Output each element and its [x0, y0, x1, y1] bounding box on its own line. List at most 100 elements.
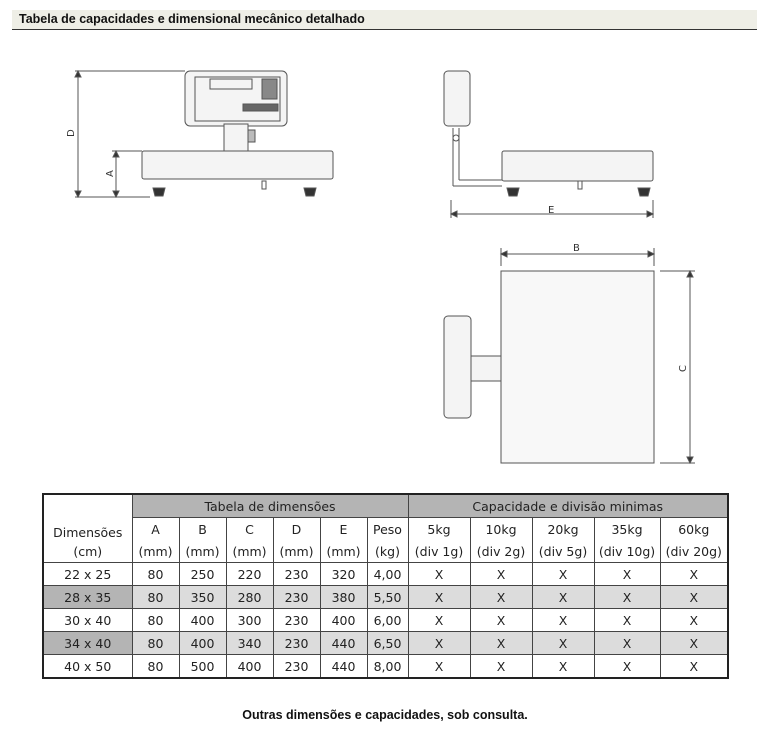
- table-cell: 280: [225, 585, 274, 609]
- dim-label-e: E: [548, 205, 554, 216]
- front-view: D A: [66, 69, 334, 199]
- table-cell: 6,00: [366, 608, 409, 632]
- dim-label-a: A: [105, 170, 116, 177]
- column-header: C: [225, 517, 274, 540]
- table-cell: X: [407, 562, 471, 586]
- table-cell: X: [659, 585, 729, 609]
- table-cell: X: [407, 608, 471, 632]
- column-unit: (div 10g): [593, 540, 661, 563]
- table-cell: 230: [272, 562, 321, 586]
- table-cell: 350: [178, 585, 227, 609]
- table-cell: X: [531, 585, 595, 609]
- table-cell: 400: [319, 608, 368, 632]
- side-view: E: [443, 70, 655, 218]
- table-cell: X: [531, 631, 595, 655]
- dim-unit: (cm): [42, 540, 133, 563]
- table-cell: 230: [272, 608, 321, 632]
- top-view: B C: [443, 243, 695, 465]
- table-cell: 80: [131, 562, 180, 586]
- table-cell: 250: [178, 562, 227, 586]
- table-cell: X: [531, 562, 595, 586]
- table-cell: 6,50: [366, 631, 409, 655]
- table-cell: 340: [225, 631, 274, 655]
- table-cell: 500: [178, 654, 227, 679]
- row-dimension: 40 x 50: [42, 654, 133, 679]
- table-cell: X: [531, 608, 595, 632]
- table-cell: X: [659, 562, 729, 586]
- column-unit: (mm): [272, 540, 321, 563]
- column-unit: (kg): [366, 540, 409, 563]
- group-header-capacity: Capacidade e divisão minimas: [407, 493, 729, 518]
- table-cell: 80: [131, 585, 180, 609]
- column-header: Peso: [366, 517, 409, 540]
- table-cell: 400: [225, 654, 274, 679]
- table-cell: X: [659, 654, 729, 679]
- table-cell: X: [659, 631, 729, 655]
- table-cell: X: [407, 654, 471, 679]
- table-cell: 400: [178, 608, 227, 632]
- row-dimension: 22 x 25: [42, 562, 133, 586]
- column-header: 5kg: [407, 517, 471, 540]
- table-cell: X: [469, 585, 533, 609]
- table-cell: X: [593, 654, 661, 679]
- table-cell: 80: [131, 654, 180, 679]
- table-cell: 80: [131, 631, 180, 655]
- column-header: 60kg: [659, 517, 729, 540]
- table-cell: X: [407, 585, 471, 609]
- table-cell: X: [469, 654, 533, 679]
- table-cell: X: [593, 562, 661, 586]
- dim-label-c: C: [678, 365, 689, 372]
- table-cell: X: [531, 654, 595, 679]
- table-cell: 380: [319, 585, 368, 609]
- group-header-dimensions: Tabela de dimensões: [131, 493, 409, 518]
- table-cell: 5,50: [366, 585, 409, 609]
- table-cell: X: [593, 608, 661, 632]
- column-header: E: [319, 517, 368, 540]
- dim-label-b: B: [573, 243, 580, 254]
- table-cell: 4,00: [366, 562, 409, 586]
- table-cell: 8,00: [366, 654, 409, 679]
- column-header: A: [131, 517, 180, 540]
- column-unit: (mm): [319, 540, 368, 563]
- column-header: 20kg: [531, 517, 595, 540]
- column-header: B: [178, 517, 227, 540]
- column-unit: (div 1g): [407, 540, 471, 563]
- column-unit: (div 20g): [659, 540, 729, 563]
- table-cell: X: [407, 631, 471, 655]
- column-unit: (mm): [225, 540, 274, 563]
- footer-note: Outras dimensões e capacidades, sob cons…: [242, 708, 528, 722]
- column-header: 35kg: [593, 517, 661, 540]
- table-cell: 220: [225, 562, 274, 586]
- table-cell: X: [469, 608, 533, 632]
- column-unit: (div 5g): [531, 540, 595, 563]
- table-cell: 400: [178, 631, 227, 655]
- table-cell: 80: [131, 608, 180, 632]
- dim-header: Dimensões: [42, 493, 133, 540]
- table-cell: X: [593, 631, 661, 655]
- dim-label-d: D: [66, 129, 77, 137]
- section-title: Tabela de capacidades e dimensional mecâ…: [19, 12, 365, 26]
- table-cell: 300: [225, 608, 274, 632]
- table-cell: 320: [319, 562, 368, 586]
- table-cell: 230: [272, 631, 321, 655]
- mechanical-drawing: D A E B C: [66, 69, 695, 465]
- table-cell: X: [469, 631, 533, 655]
- table-cell: X: [659, 608, 729, 632]
- column-unit: (mm): [178, 540, 227, 563]
- table-cell: 230: [272, 654, 321, 679]
- column-header: D: [272, 517, 321, 540]
- column-header: 10kg: [469, 517, 533, 540]
- table-cell: 440: [319, 631, 368, 655]
- table-cell: X: [593, 585, 661, 609]
- section-header: Tabela de capacidades e dimensional mecâ…: [12, 10, 757, 30]
- row-dimension: 30 x 40: [42, 608, 133, 632]
- column-unit: (mm): [131, 540, 180, 563]
- dimensions-table: Dimensões Tabela de dimensões Capacidade…: [42, 493, 729, 679]
- table-cell: 230: [272, 585, 321, 609]
- table-cell: X: [469, 562, 533, 586]
- row-dimension: 34 x 40: [42, 631, 133, 655]
